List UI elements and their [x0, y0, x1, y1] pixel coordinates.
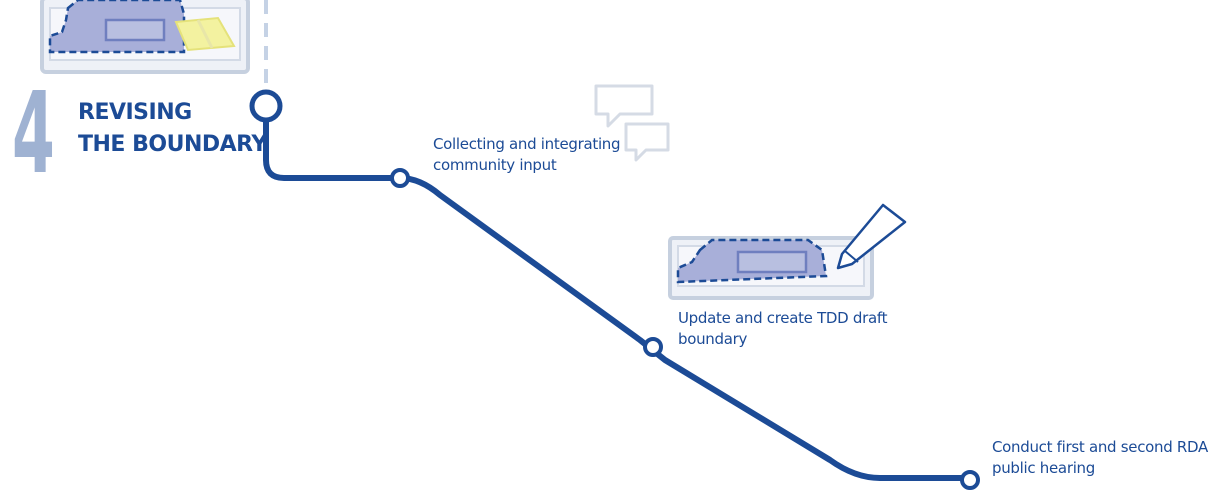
milestone-label-3: Conduct first and second RDA public hear…: [992, 438, 1208, 477]
step-title-line-1: REVISING: [78, 100, 192, 125]
start-node: [249, 89, 283, 123]
milestone-label-2: Update and create TDD draft boundary: [678, 309, 888, 348]
step-number: 4: [12, 69, 55, 199]
map-with-pencil-icon: [668, 203, 907, 300]
milestone-node-2: [643, 337, 663, 357]
step-title: REVISING THE BOUNDARY: [78, 97, 267, 161]
timeline-path: [263, 103, 973, 481]
milestone-label-1: Collecting and integrating community inp…: [433, 135, 621, 174]
milestone-node-3: [960, 470, 980, 490]
milestone-node-1: [390, 168, 410, 188]
boundary-map-icon: [40, 0, 250, 74]
step-title-line-2: THE BOUNDARY: [78, 132, 267, 157]
speech-bubbles-icon: [594, 84, 670, 162]
